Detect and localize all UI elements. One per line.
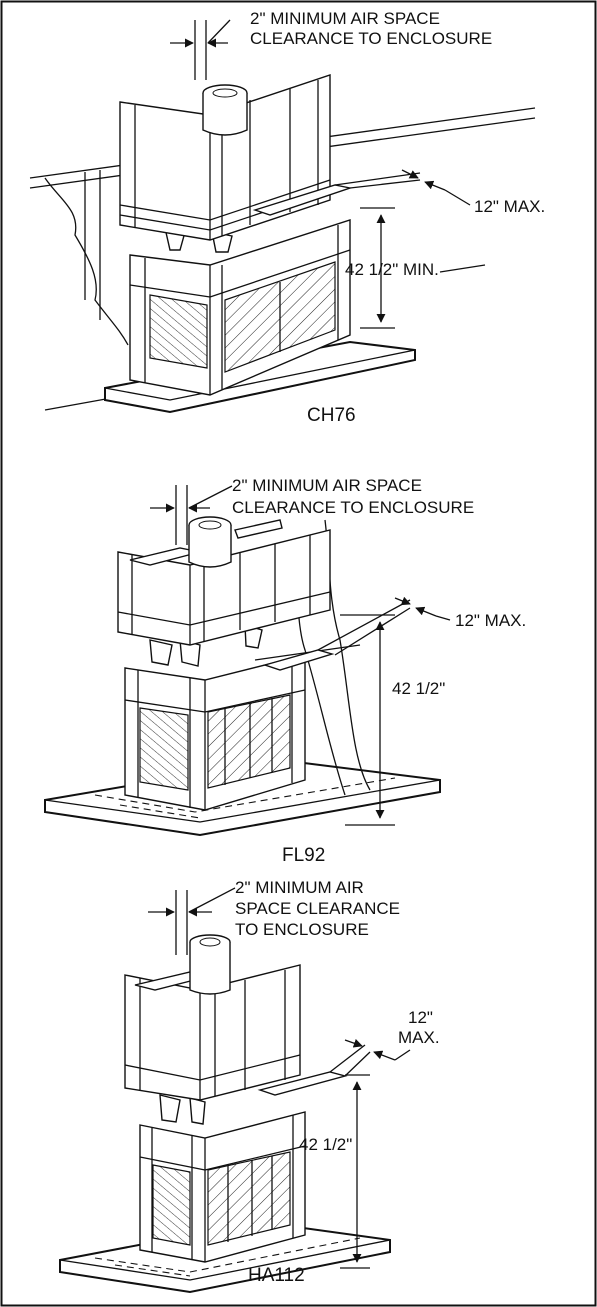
ha112-max-label-2: MAX. [398, 1028, 440, 1047]
fl92-model-caption: FL92 [282, 845, 325, 866]
ha112-clearance-label-3: TO ENCLOSURE [235, 920, 369, 939]
fl92-height-label: 42 1/2" [392, 679, 445, 698]
ch76-max-label: 12" MAX. [474, 197, 545, 216]
ha112-max-label-1: 12" [408, 1008, 433, 1027]
ha112-clearance-label-2: SPACE CLEARANCE [235, 899, 400, 918]
ha112-height-label: 42 1/2" [299, 1135, 352, 1154]
ch76-clearance-label-1: 2" MINIMUM AIR SPACE [250, 9, 440, 28]
figure-ch76: 2" MINIMUM AIR SPACE CLEARANCE TO ENCLOS… [29, 9, 545, 426]
ha112-model-caption: HA112 [248, 1265, 305, 1286]
fl92-clearance-label-1: 2" MINIMUM AIR SPACE [232, 476, 422, 495]
ha112-clearance-label-1: 2" MINIMUM AIR [235, 878, 364, 897]
fl92-clearance-label-2: CLEARANCE TO ENCLOSURE [232, 498, 474, 517]
figure-ha112: 2" MINIMUM AIR SPACE CLEARANCE TO ENCLOS… [59, 878, 440, 1294]
ch76-clearance-label-2: CLEARANCE TO ENCLOSURE [250, 29, 492, 48]
fl92-max-label: 12" MAX. [455, 611, 526, 630]
ch76-model-caption: CH76 [307, 405, 356, 426]
figure-fl92: 2" MINIMUM AIR SPACE CLEARANCE TO ENCLOS… [44, 476, 526, 866]
ch76-height-label: 42 1/2" MIN. [345, 260, 439, 279]
